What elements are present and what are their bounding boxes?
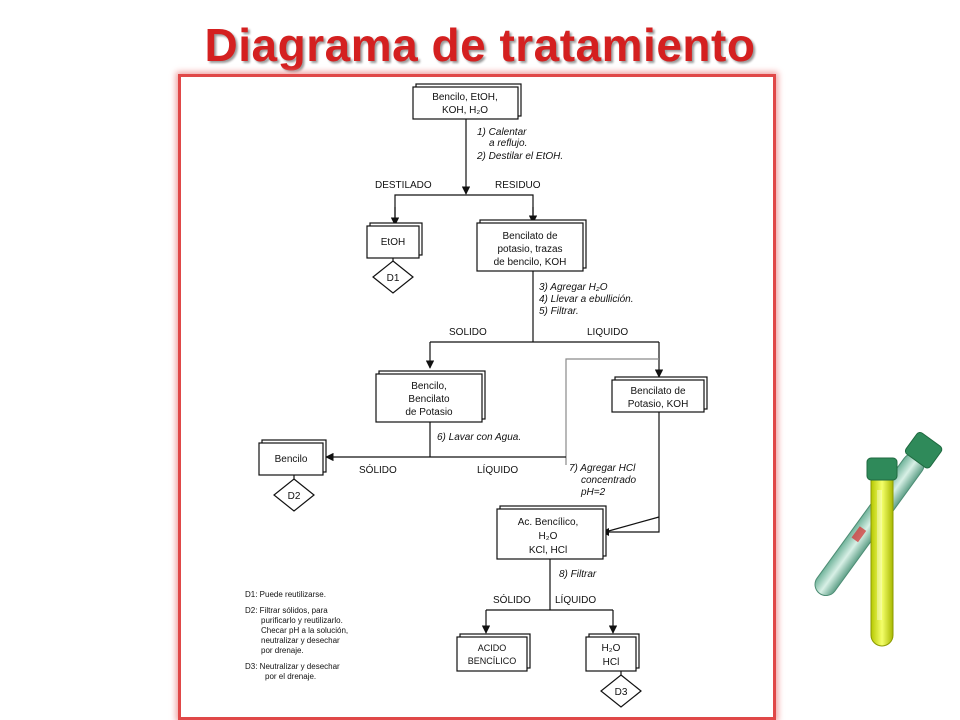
- box-solid-1: Bencilo, Bencilato de Potasio: [375, 370, 486, 423]
- box-acid-mix-line3: KCl, HCl: [529, 545, 567, 556]
- box-start: Bencilo, EtOH, KOH, H₂O: [412, 83, 522, 120]
- box-residue-line2: potasio, trazas: [497, 244, 562, 255]
- step-1: 1) Calentar: [477, 127, 527, 138]
- disposal-d1-label: D1: [387, 273, 400, 284]
- label-solido-2: SÓLIDO: [359, 463, 397, 476]
- box-start-line2: KOH, H₂O: [442, 105, 488, 116]
- label-residuo: RESIDUO: [495, 180, 541, 191]
- box-etoh-label: EtOH: [381, 237, 405, 248]
- disposal-d2-label: D2: [288, 491, 301, 502]
- box-etoh: EtOH: [366, 222, 423, 259]
- label-solido-3: SÓLIDO: [493, 593, 531, 606]
- note-d2-line4: neutralizar y desechar: [261, 636, 340, 645]
- note-d3-line2: por el drenaje.: [265, 672, 316, 681]
- box-water-line1: H₂O: [602, 643, 621, 654]
- test-tubes-illustration: [814, 431, 943, 647]
- box-acid-mix: Ac. Bencílico, H₂O KCl, HCl: [496, 505, 607, 560]
- box-residue: Bencilato de potasio, trazas de bencilo,…: [476, 219, 587, 272]
- step-1b: a reflujo.: [489, 138, 527, 149]
- label-liquido-2: LÍQUIDO: [477, 463, 518, 476]
- label-solido-1: SOLIDO: [449, 327, 487, 338]
- box-liquid-1-line2: Potasio, KOH: [628, 399, 689, 410]
- diagram-frame: Bencilo, EtOH, KOH, H₂O 1) Calentar a re…: [178, 74, 776, 720]
- box-solid-1-line1: Bencilo,: [411, 381, 447, 392]
- box-bencilo: Bencilo: [258, 439, 327, 476]
- disposal-d3: D3: [600, 674, 642, 708]
- disposal-d1: D1: [372, 260, 414, 294]
- box-residue-line3: de bencilo, KOH: [494, 257, 567, 268]
- box-water-line2: HCl: [603, 657, 620, 668]
- box-acido-line1: ACIDO: [478, 643, 507, 653]
- step-7c: pH=2: [580, 487, 606, 498]
- step-6: 6) Lavar con Agua.: [437, 432, 521, 443]
- step-4: 4) Llevar a ebullición.: [539, 294, 634, 305]
- wash-water-line: [565, 358, 659, 465]
- box-acido: ACIDO BENCÍLICO: [456, 633, 531, 672]
- label-liquido-1: LIQUIDO: [587, 327, 628, 338]
- box-bencilo-label: Bencilo: [275, 454, 308, 465]
- box-acid-mix-line1: Ac. Bencílico,: [518, 517, 579, 528]
- notes: D1: Puede reutilizarse. D2: Filtrar sóli…: [245, 590, 348, 681]
- line-liquid-1-down: [601, 412, 660, 533]
- note-d1: D1: Puede reutilizarse.: [245, 590, 326, 599]
- label-liquido-3: LÍQUIDO: [555, 593, 596, 606]
- page-title: Diagrama de tratamiento: [204, 19, 756, 71]
- note-d2-line3: Checar pH a la solución,: [261, 626, 348, 635]
- box-liquid-1: Bencilato de Potasio, KOH: [611, 376, 708, 413]
- step-3: 3) Agregar H₂O: [539, 282, 608, 293]
- step-2: 2) Destilar el EtOH.: [476, 151, 563, 162]
- step-8: 8) Filtrar: [559, 569, 597, 580]
- box-water: H₂O HCl: [585, 633, 640, 672]
- box-solid-1-line2: Bencilato: [408, 394, 450, 405]
- yellow-tube: [866, 457, 898, 647]
- disposal-d2: D2: [273, 478, 315, 512]
- step-7: 7) Agregar HCl: [569, 463, 636, 474]
- box-acid-mix-line2: H₂O: [539, 531, 558, 542]
- box-residue-line1: Bencilato de: [502, 231, 557, 242]
- label-destilado: DESTILADO: [375, 180, 432, 191]
- flowchart: Bencilo, EtOH, KOH, H₂O 1) Calentar a re…: [245, 83, 708, 708]
- note-d2-line5: por drenaje.: [261, 646, 304, 655]
- step-5: 5) Filtrar.: [539, 306, 579, 317]
- box-solid-1-line3: de Potasio: [405, 407, 453, 418]
- box-acido-line2: BENCÍLICO: [468, 656, 517, 666]
- step-7b: concentrado: [581, 475, 636, 486]
- box-start-line1: Bencilo, EtOH,: [432, 92, 498, 103]
- box-liquid-1-line1: Bencilato de: [630, 386, 685, 397]
- note-d2-line2: purificarlo y reutilizarlo.: [261, 616, 343, 625]
- note-d3: D3: Neutralizar y desechar: [245, 662, 340, 671]
- note-d2: D2: Filtrar sólidos, para: [245, 606, 328, 615]
- disposal-d3-label: D3: [615, 687, 628, 698]
